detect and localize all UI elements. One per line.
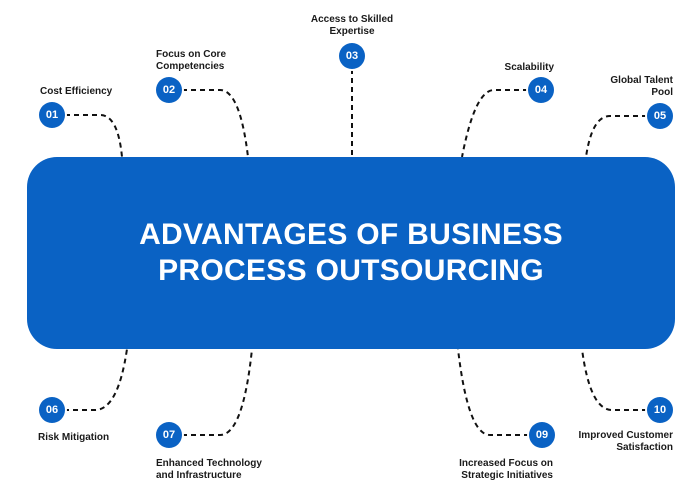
step-badge-06: 06	[39, 397, 65, 423]
step-badge-03: 03	[339, 43, 365, 69]
step-label-06: Risk Mitigation	[38, 432, 110, 443]
step-badge-02: 02	[156, 77, 182, 103]
step-badge-05: 05	[647, 103, 673, 129]
step-label-09: Increased Focus on Strategic Initiatives	[459, 458, 553, 481]
center-title-box: ADVANTAGES OF BUSINESS PROCESS OUTSOURCI…	[27, 157, 675, 349]
step-badge-09: 09	[529, 422, 555, 448]
step-label-03: Access to Skilled Expertise	[310, 14, 394, 37]
connector-09	[457, 348, 529, 436]
connector-07	[182, 348, 253, 436]
step-label-01: Cost Efficiency	[40, 86, 113, 97]
step-label-05: Global Talent Pool	[610, 75, 673, 98]
step-label-02: Focus on Core Competencies	[156, 49, 227, 72]
connector-06	[64, 348, 128, 411]
step-label-07: Enhanced Technology and Infrastructure	[156, 458, 262, 481]
step-label-04: Scalability	[504, 62, 554, 73]
connector-04	[461, 89, 528, 158]
connector-05	[585, 115, 647, 158]
center-title: ADVANTAGES OF BUSINESS PROCESS OUTSOURCI…	[139, 218, 563, 287]
connector-02	[182, 89, 249, 158]
connector-10	[581, 348, 647, 411]
step-badge-04: 04	[528, 77, 554, 103]
connector-01	[65, 114, 123, 158]
step-badge-07: 07	[156, 422, 182, 448]
step-badge-10: 10	[647, 397, 673, 423]
step-badge-01: 01	[39, 102, 65, 128]
step-label-10: Improved Customer Satisfaction	[578, 430, 673, 453]
